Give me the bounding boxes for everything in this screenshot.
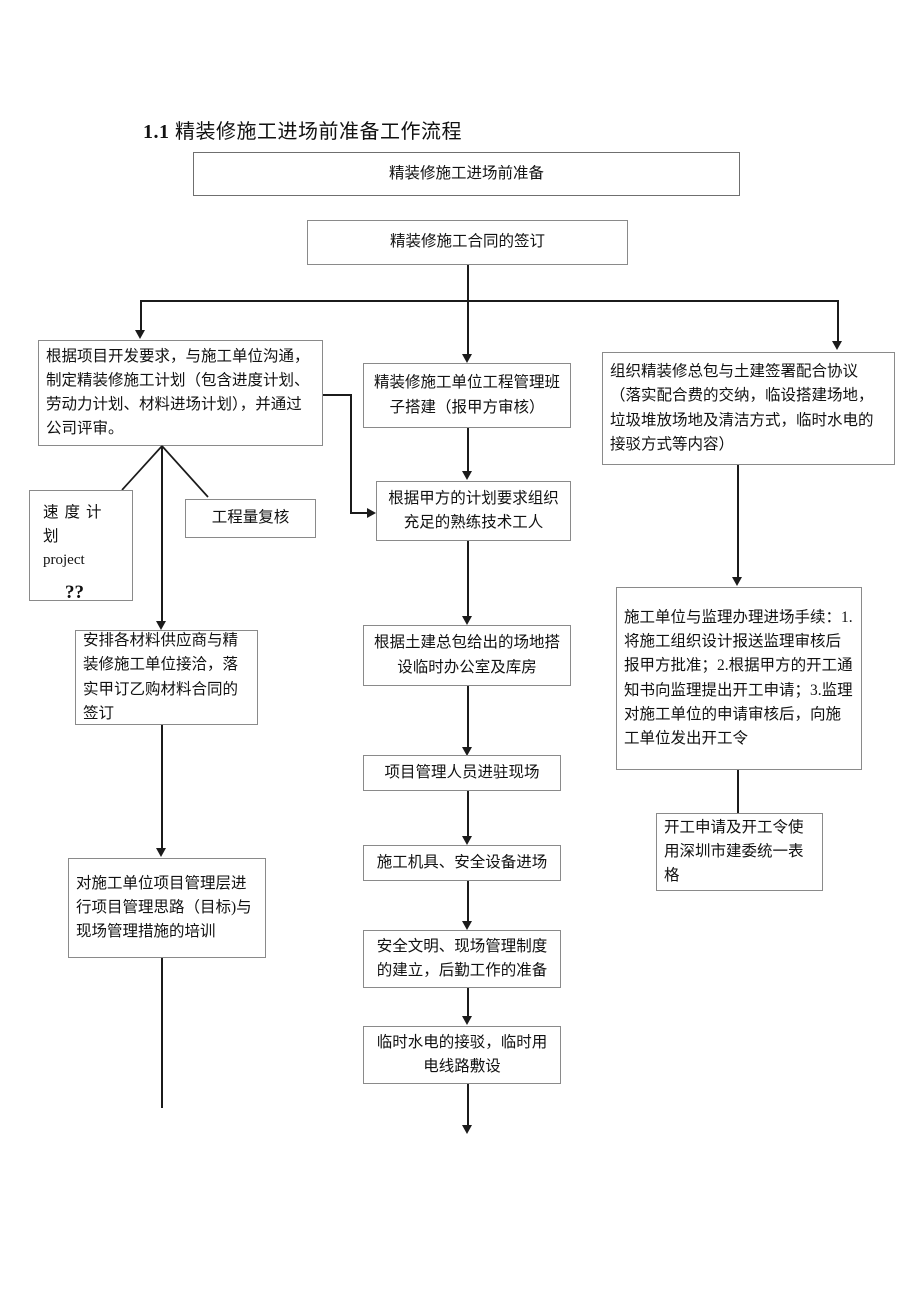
node-speed-plan[interactable]: 速度计划 project ?? [29, 490, 133, 603]
connector-plan-exit-h1 [323, 394, 351, 396]
node-left-supplier[interactable]: 安排各材料供应商与精装修施工单位接洽，落实甲订乙购材料合同的签订 [75, 630, 258, 725]
connector-workers-to-office [467, 541, 469, 617]
connector-bar-to-left [140, 300, 142, 331]
node-middle-temp-office[interactable]: 根据土建总包给出的场地搭设临时办公室及库房 [363, 625, 571, 686]
node-left-training-label: 对施工单位项目管理层进行项目管理思路（目标)与现场管理措施的培训 [76, 874, 252, 940]
connector-plan-to-supplier [161, 446, 163, 623]
node-middle-workers[interactable]: 根据甲方的计划要求组织充足的熟练技术工人 [376, 481, 571, 541]
connector-safety-to-utilities [467, 988, 469, 1017]
connector-contract-down [467, 265, 469, 301]
arrowhead-utilities-tail [462, 1125, 472, 1134]
connector-staff-to-equipment [467, 791, 469, 837]
node-title-banner[interactable]: 精装修施工进场前准备 [193, 152, 740, 196]
connector-distribution-bar [140, 300, 838, 302]
connector-bar-to-right [837, 300, 839, 342]
connector-utilities-tail [467, 1084, 469, 1126]
page-title: 1.1 精装修施工进场前准备工作流程 [143, 115, 462, 144]
node-right-entry-procedures-label: 施工单位与监理办理进场手续：1.将施工组织设计报送监理审核后报甲方批准；2.根据… [624, 609, 853, 747]
connector-speedplan-diagonal [121, 445, 163, 491]
arrowhead-entry-procedures [732, 577, 742, 586]
node-middle-team[interactable]: 精装修施工单位工程管理班子搭建（报甲方审核） [363, 363, 571, 428]
arrowhead-utilities [462, 1016, 472, 1025]
node-middle-team-label: 精装修施工单位工程管理班子搭建（报甲方审核） [373, 374, 560, 416]
connector-team-to-workers [467, 428, 469, 472]
arrowhead-staff-onsite [462, 747, 472, 756]
node-quantity-recheck[interactable]: 工程量复核 [185, 499, 316, 538]
arrowhead-middle-branch [462, 354, 472, 363]
connector-agreement-to-procedures [737, 465, 739, 578]
node-right-forms-label: 开工申请及开工令使用深圳市建委统一表格 [664, 818, 804, 885]
node-middle-utilities-label: 临时水电的接驳，临时用电线路敷设 [376, 1033, 548, 1075]
arrowhead-equipment [462, 836, 472, 845]
arrowhead-workers-from-plan [367, 508, 376, 518]
connector-plan-exit-h2 [350, 512, 369, 514]
node-middle-equipment[interactable]: 施工机具、安全设备进场 [363, 845, 561, 881]
heading-number: 1.1 [143, 121, 170, 143]
arrowhead-left-branch [135, 330, 145, 339]
node-middle-safety-system[interactable]: 安全文明、现场管理制度的建立，后勤工作的准备 [363, 930, 561, 988]
arrowhead-supplier [156, 621, 166, 630]
heading-text: 精装修施工进场前准备工作流程 [175, 121, 462, 143]
connector-supplier-to-training [161, 725, 163, 850]
connector-procedures-to-forms [737, 770, 739, 814]
arrowhead-training [156, 848, 166, 857]
node-left-training[interactable]: 对施工单位项目管理层进行项目管理思路（目标)与现场管理措施的培训 [68, 858, 266, 958]
connector-bar-to-middle [467, 300, 469, 355]
node-middle-staff-onsite-label: 项目管理人员进驻现场 [384, 763, 540, 781]
node-title-banner-label: 精装修施工进场前准备 [388, 164, 544, 182]
node-right-entry-procedures[interactable]: 施工单位与监理办理进场手续：1.将施工组织设计报送监理审核后报甲方批准；2.根据… [616, 587, 862, 770]
node-quantity-recheck-label: 工程量复核 [211, 509, 290, 527]
node-left-supplier-label: 安排各材料供应商与精装修施工单位接洽，落实甲订乙购材料合同的签订 [83, 632, 239, 722]
node-middle-safety-system-label: 安全文明、现场管理制度的建立，后勤工作的准备 [376, 937, 548, 979]
node-contract-label: 精装修施工合同的签订 [389, 233, 545, 251]
node-right-agreement[interactable]: 组织精装修总包与土建签署配合协议（落实配合费的交纳，临设搭建场地，垃圾堆放场地及… [602, 352, 895, 465]
node-left-plan[interactable]: 根据项目开发要求，与施工单位沟通，制定精装修施工计划（包含进度计划、劳动力计划、… [38, 340, 323, 446]
connector-equipment-to-safety [467, 881, 469, 922]
node-speed-plan-line2: project [43, 552, 85, 569]
arrowhead-right-branch [832, 341, 842, 350]
arrowhead-safety-system [462, 921, 472, 930]
node-right-forms[interactable]: 开工申请及开工令使用深圳市建委统一表格 [656, 813, 823, 891]
node-right-agreement-label: 组织精装修总包与土建签署配合协议（落实配合费的交纳，临设搭建场地，垃圾堆放场地及… [610, 363, 874, 453]
node-contract[interactable]: 精装修施工合同的签订 [307, 220, 628, 265]
node-middle-utilities[interactable]: 临时水电的接驳，临时用电线路敷设 [363, 1026, 561, 1084]
arrowhead-temp-office [462, 616, 472, 625]
connector-training-tail [161, 958, 163, 1108]
node-speed-plan-line1: 速度计划 [43, 504, 108, 546]
node-speed-plan-line3: ?? [65, 582, 84, 604]
node-middle-temp-office-label: 根据土建总包给出的场地搭设临时办公室及库房 [373, 634, 560, 676]
node-middle-staff-onsite[interactable]: 项目管理人员进驻现场 [363, 755, 561, 791]
connector-plan-exit-v [350, 394, 352, 513]
arrowhead-workers [462, 471, 472, 480]
node-middle-workers-label: 根据甲方的计划要求组织充足的熟练技术工人 [388, 489, 559, 531]
connector-office-to-staff [467, 686, 469, 748]
node-middle-equipment-label: 施工机具、安全设备进场 [376, 853, 548, 871]
connector-quantity-diagonal [161, 445, 209, 498]
node-left-plan-label: 根据项目开发要求，与施工单位沟通，制定精装修施工计划（包含进度计划、劳动力计划、… [46, 347, 310, 438]
